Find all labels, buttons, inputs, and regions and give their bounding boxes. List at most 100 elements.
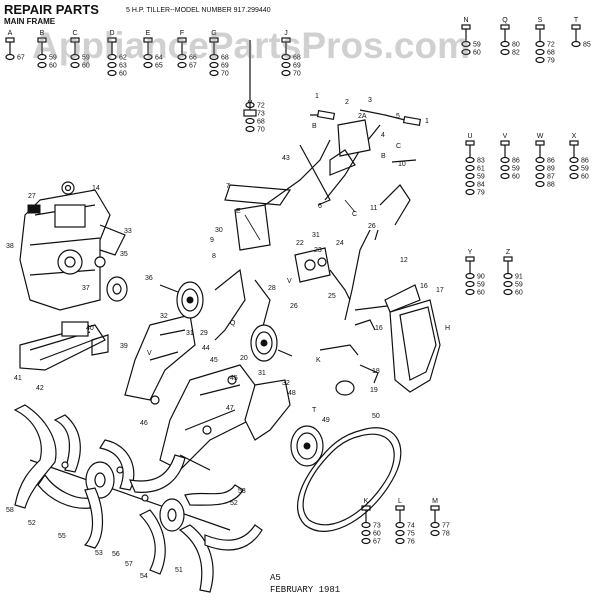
callout-6: 6: [318, 203, 322, 210]
washer-nut: [461, 48, 471, 56]
hardware-letter: E: [146, 30, 151, 37]
hardware-letter: S: [538, 17, 543, 24]
hardware-letter: V: [503, 133, 508, 140]
callout-55: 55: [58, 533, 66, 540]
letter-v2: V: [147, 350, 152, 357]
washer-nut: [465, 280, 475, 288]
hardware-part-number: 73: [373, 523, 381, 530]
washer-nut: [70, 61, 80, 69]
belt-guard: [384, 284, 441, 393]
hardware-letter: T: [574, 17, 579, 24]
washer-nut: [500, 40, 510, 48]
hardware-part-number: 60: [49, 63, 57, 70]
letter-k: K: [316, 357, 321, 364]
callout-24: 24: [336, 240, 344, 247]
callout-31b: 31: [312, 232, 320, 239]
hardware-part-number: 59: [515, 282, 523, 289]
letter-v: V: [287, 278, 292, 285]
hardware-letter: F: [180, 30, 184, 37]
washer-nut: [569, 172, 579, 180]
callout-27: 27: [28, 193, 36, 200]
washer-nut: [245, 125, 255, 133]
washer-nut: [37, 61, 47, 69]
letter-t: T: [312, 407, 317, 414]
washer-nut: [143, 53, 153, 61]
hardware-letter: M: [432, 498, 438, 505]
callout-1: 1: [315, 93, 319, 100]
hardware-letter: J: [284, 30, 288, 37]
callout-31c: 31: [258, 370, 266, 377]
hardware-part-number: 59: [512, 166, 520, 173]
bolt-head: [5, 37, 15, 43]
hardware-letter: B: [40, 30, 45, 37]
hardware-part-number: 60: [373, 531, 381, 538]
bolt-head: [569, 140, 579, 146]
letter-b: B: [312, 123, 317, 130]
callout-7: 7: [226, 183, 230, 190]
hardware-part-number: 59: [473, 42, 481, 49]
hardware-part-number: 87: [547, 174, 555, 181]
callout-2a: 2A: [358, 113, 367, 120]
hardware-legend: A67B5960C5960D626360E6465F6667G686970J68…: [5, 17, 591, 546]
washer-nut: [503, 288, 513, 296]
washer-nut: [430, 521, 440, 529]
bolt-head: [465, 140, 475, 146]
callout-52: 52: [230, 500, 238, 507]
hardware-part-number: 90: [477, 274, 485, 281]
hardware-part-number: 70: [221, 71, 229, 78]
footer-code: A5: [270, 573, 281, 583]
hardware-part-number: 73: [257, 111, 265, 118]
callout-11: 11: [370, 205, 377, 212]
callout-31: 31: [186, 330, 194, 337]
hardware-part-number: 59: [82, 55, 90, 62]
washer-nut: [500, 164, 510, 172]
callout-40: 40: [86, 325, 94, 332]
washer-nut: [503, 280, 513, 288]
callout-2: 2: [345, 99, 349, 106]
callout-1b: 1: [425, 118, 429, 125]
callout-8: 8: [212, 253, 216, 260]
callout-53b: 53: [95, 550, 103, 557]
callout-39: 39: [120, 343, 128, 350]
hardware-part-number: 79: [477, 190, 485, 197]
hardware-part-number: 68: [547, 50, 555, 57]
callout-22: 22: [296, 240, 304, 247]
callout-32b: 32: [282, 380, 290, 387]
hardware-part-number: 86: [512, 158, 520, 165]
diagram-title: REPAIR PARTS: [4, 2, 99, 17]
hardware-part-number: 89: [547, 166, 555, 173]
washer-nut: [535, 40, 545, 48]
callout-10: 10: [398, 161, 406, 168]
hardware-part-number: 91: [515, 274, 523, 281]
hardware-part-number: 76: [407, 539, 415, 546]
hardware-part-number: 84: [477, 182, 485, 189]
callout-50: 50: [372, 413, 380, 420]
washer-nut: [177, 61, 187, 69]
bolt-head: [500, 140, 510, 146]
hardware-part-number: 85: [583, 42, 591, 49]
callout-53: 53: [238, 488, 246, 495]
washer-nut: [395, 537, 405, 545]
hardware-part-number: 67: [373, 539, 381, 546]
hardware-part-number: 67: [17, 55, 25, 62]
hardware-letter: A: [8, 30, 13, 37]
drive-belt: [296, 427, 402, 532]
bolt-head: [571, 24, 581, 30]
letter-q: Q: [230, 320, 236, 327]
washer-nut: [107, 61, 117, 69]
washer-nut: [569, 164, 579, 172]
hardware-part-number: 72: [547, 42, 555, 49]
washer-nut: [361, 537, 371, 545]
hardware-group-t: T 85: [571, 17, 591, 49]
part-letter-markers: B B C C E H K T V V Q: [147, 123, 450, 414]
washer-nut: [281, 53, 291, 61]
hardware-part-number: 74: [407, 523, 415, 530]
